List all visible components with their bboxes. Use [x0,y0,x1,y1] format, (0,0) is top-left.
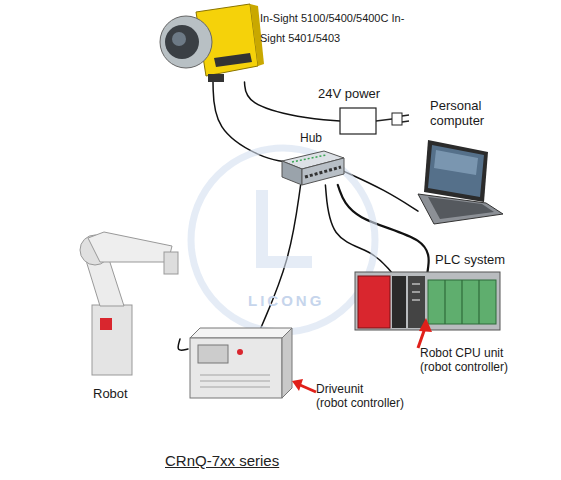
driveunit-side [282,328,292,398]
camera-connector [208,74,224,82]
node-label: Hub [300,131,340,146]
robot-forearm [88,232,172,262]
cable [325,185,391,272]
driveunit-panel [198,345,228,363]
laptop-lid [424,140,488,202]
cable [344,171,418,211]
equipment-node: PLC systemRobot CPU unit(robot controlle… [355,272,500,330]
hub-ports [305,167,341,177]
node-label: (robot controller) [316,396,426,410]
watermark-mark [262,190,312,262]
power-plug [392,113,402,125]
laptop-screen [428,145,484,197]
camera-lens-glass [172,32,186,46]
callout-arrow [300,385,316,392]
node-label: Robot CPU unit [420,346,540,360]
plc-rack [355,272,500,330]
camera-stripe [214,53,252,67]
node-label: 24V power [318,86,408,102]
laptop-window [434,150,478,175]
driveunit-vents [200,375,270,387]
plc-cpu-module [392,276,406,328]
node-label: Robot [93,386,153,402]
node-label: PLC system [435,252,535,268]
module-leds [412,284,420,300]
laptop-keyboard [428,197,494,219]
camera-lens-hood [160,16,212,68]
robot-badge [100,318,112,330]
robot-wrist [164,252,178,274]
node-label: Personal computer [430,98,512,128]
plug-prongs [402,115,409,122]
equipment-node: Hub [282,151,344,185]
cable [338,185,429,272]
equipment-node: In-Sight 5100/5400/5400C In-Sight 5401/5… [168,2,258,82]
node-label: In-Sight 5100/5400/5400C In-Sight 5401/5… [260,8,405,48]
equipment-node: Robot [65,228,180,376]
callout-arrowhead [292,379,303,391]
driveunit-button [237,349,243,355]
driveunit-top [190,328,292,338]
equipment-node: Personal computer [418,138,504,224]
watermark-text: LICONG [248,292,338,309]
node-label: Driveunit [316,382,426,396]
callout-arrowhead [419,318,432,332]
cable [178,339,188,350]
driveunit-front [190,338,282,398]
watermark-ring [191,148,375,332]
laptop-base [418,194,503,224]
slot-dividers [445,280,479,324]
equipment-node: Driveunit(robot controller) [188,328,292,398]
plc-slots [428,280,496,324]
hub-front [282,161,302,185]
robot-base [92,305,132,375]
equipment-node: 24V power [340,108,376,134]
hub-leds [292,155,326,162]
plc-power-module [358,276,390,328]
power-cord [376,119,392,121]
robot-cpu-module [408,276,425,328]
node-label: (robot controller) [420,360,540,374]
caption: CRnQ-7xx series [165,452,365,469]
power-supply [340,108,376,134]
hub-side [302,158,344,185]
camera-lens [165,25,199,59]
